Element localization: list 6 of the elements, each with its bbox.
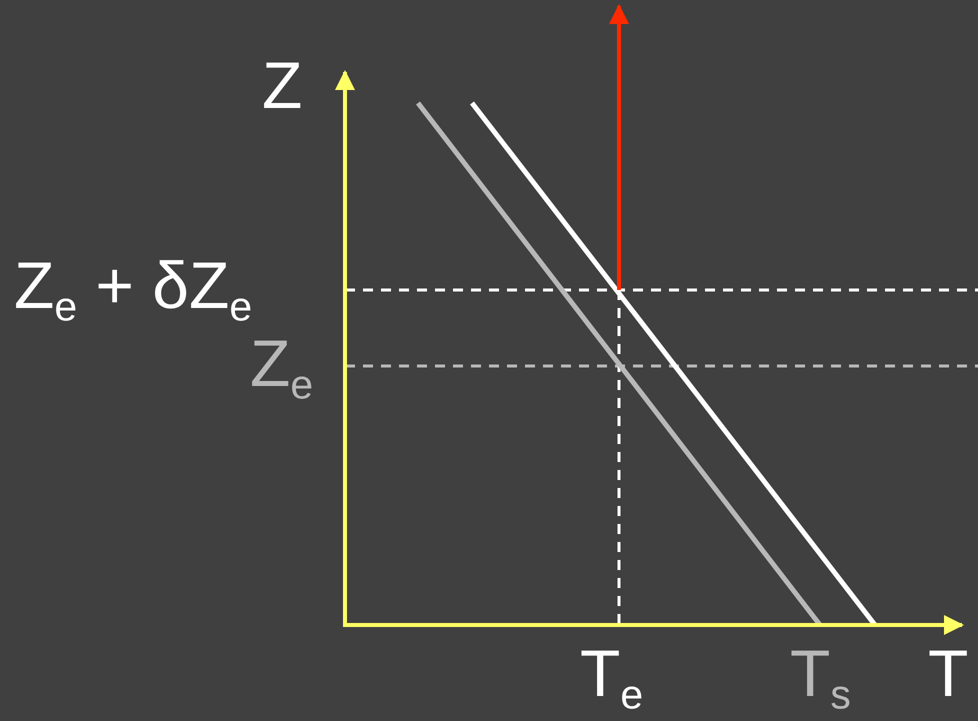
axis-label: T: [928, 640, 968, 706]
temperature-label: T$_{e}$: [580, 640, 644, 716]
axis-label: Z: [262, 52, 302, 118]
temperature-label: T$_{s}$: [790, 640, 851, 716]
level-label: Z$_{e}$ + δZ$_{e}$: [14, 252, 252, 328]
level-label: Z$_{e}$: [250, 330, 314, 406]
